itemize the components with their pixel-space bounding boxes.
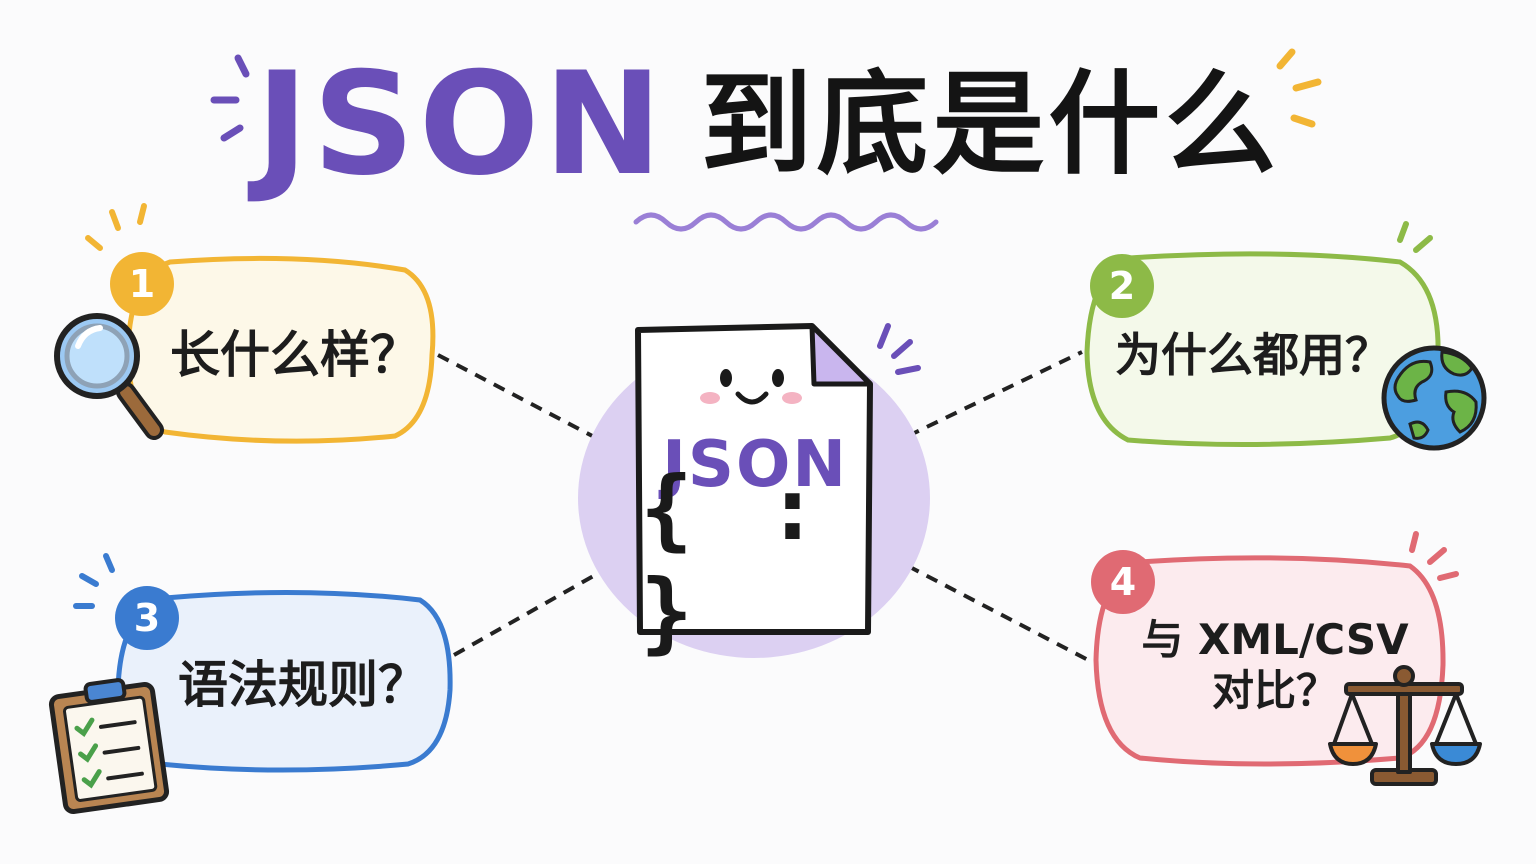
badge-4-sparkle-icon	[1409, 531, 1459, 581]
document-brace: { : }	[640, 457, 829, 663]
right-sparkle-icon	[1276, 48, 1322, 128]
bubble-2[interactable]	[1084, 251, 1441, 448]
magnifying-glass-icon	[54, 313, 164, 440]
badge-number-3: 3	[133, 596, 161, 640]
badge-number-1: 1	[128, 262, 156, 306]
badge-2-sparkle-icon	[1397, 221, 1433, 253]
badge-4	[1091, 550, 1155, 614]
connectors	[437, 350, 1093, 664]
badge-3-sparkle-icon	[73, 553, 115, 609]
badge-3	[115, 586, 179, 650]
globe-icon	[1381, 345, 1487, 451]
question-text-4: 与 XML/CSV 对比？	[1141, 614, 1409, 715]
balance-scale-icon	[1328, 665, 1482, 786]
badge-number-4: 4	[1109, 560, 1137, 604]
question-text-3: 语法规则？	[178, 655, 428, 714]
page-title: JSON 到底是什么	[0, 40, 1536, 210]
clipboard-checklist-icon	[48, 678, 170, 814]
question-text-2: 为什么都用？	[1115, 327, 1391, 382]
document-label: JSON	[662, 428, 848, 502]
badge-2	[1090, 254, 1154, 318]
document-sparkle-icon	[877, 323, 921, 375]
badge-number-2: 2	[1108, 264, 1136, 308]
badge-1-sparkle-icon	[85, 203, 147, 251]
badge-1	[110, 252, 174, 316]
left-sparkle-icon	[210, 54, 250, 142]
json-document-icon	[635, 323, 873, 635]
question-text-1: 长什么样？	[170, 325, 420, 384]
title-rest: 到底是什么	[700, 60, 1281, 190]
title-highlight: JSON	[255, 42, 667, 207]
title-squiggle	[633, 212, 939, 232]
